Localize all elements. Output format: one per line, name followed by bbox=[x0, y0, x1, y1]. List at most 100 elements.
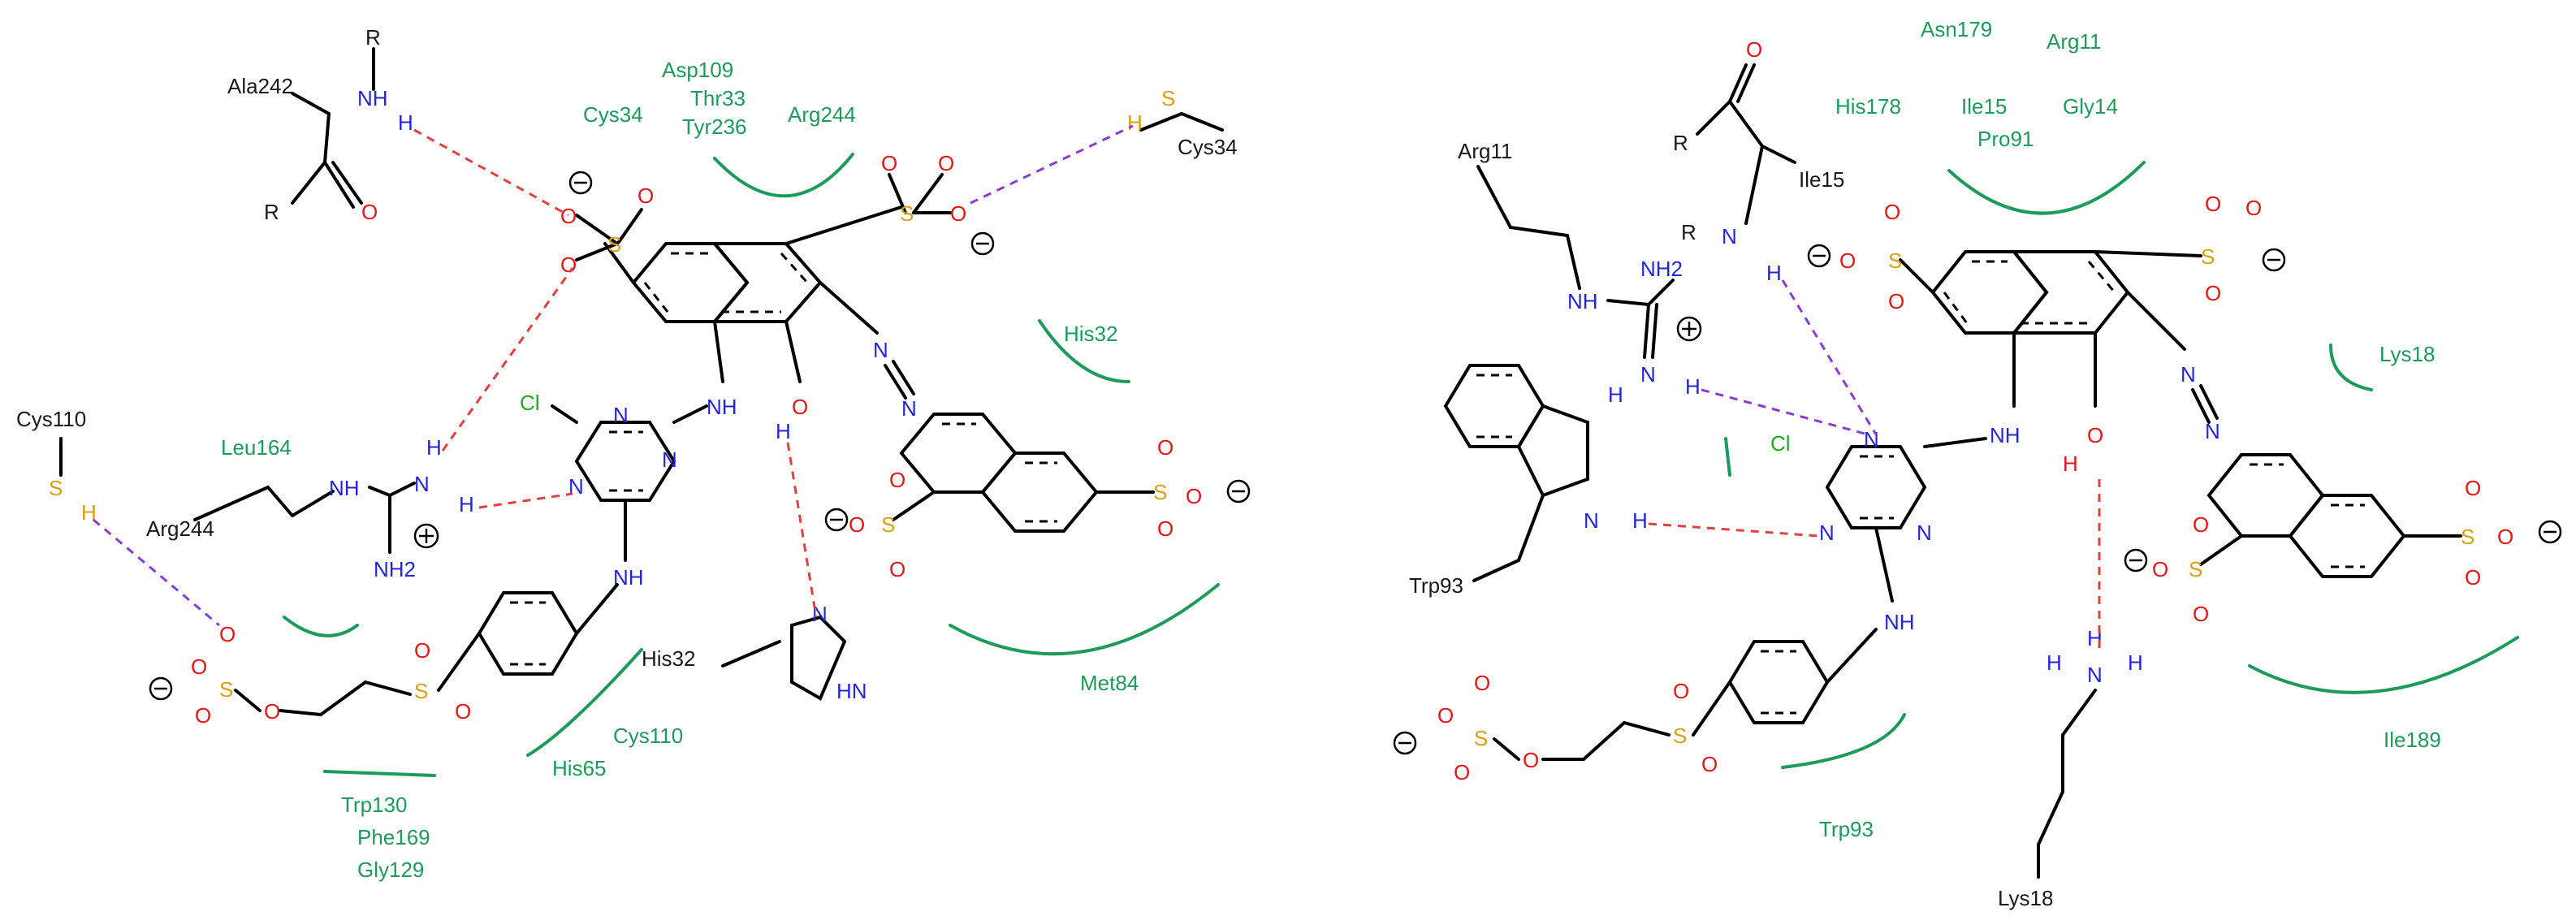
atom-label: O bbox=[1186, 484, 1202, 508]
atom-label: N bbox=[901, 396, 917, 421]
left-residue-labels: Asp109 Thr33 Tyr236 Cys34 Arg244 His32 L… bbox=[16, 58, 1238, 882]
atom-label: N bbox=[1640, 362, 1656, 387]
right-hydrogen-bonds bbox=[1648, 279, 2101, 650]
residue-label: Cys110 bbox=[613, 724, 683, 748]
right-ile15-backbone: R O R N H bbox=[1673, 37, 1796, 285]
right-sulfonate-left: S O O O bbox=[1807, 200, 1934, 313]
left-naphthalene-core bbox=[631, 242, 823, 323]
left-ala242: NH H R R O bbox=[264, 25, 413, 224]
atom-label: O bbox=[560, 204, 577, 228]
atom-label: O bbox=[638, 184, 654, 208]
residue-label: Cys110 bbox=[16, 407, 86, 431]
atom-label: O bbox=[1888, 289, 1904, 313]
atom-label: O bbox=[2087, 423, 2103, 447]
residue-label: Ile15 bbox=[1961, 94, 2007, 119]
atom-label: S bbox=[1161, 86, 1175, 110]
atom-label: H bbox=[1766, 261, 1782, 285]
atom-label: N bbox=[2181, 362, 2196, 387]
atom-label: O bbox=[1839, 248, 1856, 273]
residue-label: Thr33 bbox=[690, 86, 746, 110]
atom-label: N bbox=[2087, 663, 2103, 687]
left-sulfonate-upper-left: S O O O bbox=[560, 171, 654, 284]
residue-label: His178 bbox=[1835, 94, 1901, 119]
atom-label: O bbox=[219, 622, 236, 646]
atom-label: NH bbox=[707, 395, 737, 419]
atom-label: O bbox=[264, 699, 280, 724]
atom-label: O bbox=[2497, 525, 2513, 549]
atom-label: N bbox=[1864, 427, 1879, 452]
atom-label: O bbox=[2205, 281, 2221, 305]
right-linkers: NH O H N N bbox=[1990, 291, 2220, 476]
atom-label: O bbox=[414, 638, 430, 663]
atom-label: NH bbox=[1567, 289, 1598, 313]
residue-label: Ile189 bbox=[2384, 728, 2441, 752]
atom-label: H bbox=[2128, 650, 2143, 675]
atom-label: O bbox=[2245, 196, 2262, 220]
right-lys18: H N H H bbox=[2037, 626, 2143, 879]
atom-label: N bbox=[873, 338, 888, 362]
left-hydrogen-bonds bbox=[93, 124, 1134, 627]
atom-label: S bbox=[219, 677, 233, 702]
left-cys34-thiol: S H bbox=[1127, 86, 1224, 135]
atom-label: O bbox=[191, 655, 207, 679]
residue-label: Trp93 bbox=[1409, 573, 1463, 598]
left-lower-naphthalene: S O O O S O O O bbox=[824, 413, 1251, 581]
atom-label: R bbox=[264, 200, 279, 224]
atom-label: S bbox=[881, 512, 895, 537]
residue-label: Trp93 bbox=[1819, 817, 1874, 841]
atom-label: H bbox=[1632, 508, 1648, 533]
atom-label: NH2 bbox=[1640, 257, 1683, 281]
left-hydrophobic-arcs bbox=[283, 153, 1220, 777]
atom-label: O bbox=[889, 468, 905, 492]
right-triazine: N N N Cl NH bbox=[1770, 427, 1987, 634]
right-sulfonate-right: S O O O bbox=[2094, 192, 2286, 305]
left-arg244-guanidinium: NH N H H NH2 bbox=[193, 435, 474, 581]
atom-label: Cl bbox=[520, 391, 540, 415]
atom-label: O bbox=[1523, 748, 1539, 772]
atom-label: S bbox=[900, 201, 914, 226]
atom-label: O bbox=[361, 200, 378, 224]
atom-label: N bbox=[1917, 521, 1932, 545]
atom-label: O bbox=[889, 557, 905, 581]
residue-label: Ala242 bbox=[227, 74, 293, 98]
atom-label: N bbox=[812, 602, 828, 626]
atom-label: S bbox=[2201, 244, 2215, 269]
atom-label: H bbox=[1685, 374, 1701, 399]
atom-label: O bbox=[2152, 557, 2168, 581]
residue-label: Tyr236 bbox=[682, 114, 747, 139]
atom-label: O bbox=[1437, 703, 1454, 728]
atom-label: S bbox=[1474, 726, 1488, 750]
residue-label: Gly14 bbox=[2063, 94, 2118, 119]
atom-label: Cl bbox=[1770, 431, 1791, 456]
left-cys110-thiol: S H bbox=[49, 437, 97, 525]
left-interaction-panel: S O O O S O O O NH O N N H S bbox=[16, 25, 1251, 882]
atom-label: O bbox=[1746, 37, 1762, 62]
atom-label: O bbox=[2205, 192, 2221, 216]
atom-label: NH bbox=[1990, 423, 2021, 447]
right-phenyl-chain: S O O O S O O O bbox=[1393, 628, 1878, 784]
right-hydrophobic-arcs bbox=[1724, 161, 2519, 769]
residue-label: His65 bbox=[552, 756, 606, 780]
atom-label: NH2 bbox=[374, 557, 416, 581]
atom-label: N bbox=[1722, 224, 1737, 248]
atom-label: R bbox=[365, 25, 381, 50]
atom-label: N bbox=[662, 447, 677, 472]
atom-label: O bbox=[195, 703, 211, 728]
atom-label: O bbox=[2193, 602, 2209, 626]
atom-label: N bbox=[2205, 419, 2220, 443]
atom-label: O bbox=[2465, 565, 2481, 590]
atom-label: O bbox=[881, 151, 897, 175]
atom-label: H bbox=[1608, 382, 1623, 407]
atom-label: H bbox=[398, 110, 413, 135]
atom-label: NH bbox=[1884, 610, 1915, 634]
residue-label: His32 bbox=[642, 646, 695, 671]
residue-label: Asp109 bbox=[662, 58, 733, 82]
atom-label: O bbox=[938, 151, 954, 175]
atom-label: N bbox=[568, 474, 584, 499]
residue-label: Lys18 bbox=[1998, 886, 2053, 910]
right-residue-labels: Asn179 Arg11 His178 Ile15 Gly14 Pro91 Ly… bbox=[1409, 17, 2441, 910]
atom-label: HN bbox=[836, 679, 867, 703]
atom-label: N bbox=[414, 472, 430, 496]
atom-label: O bbox=[792, 395, 808, 419]
atom-label: S bbox=[2461, 525, 2474, 549]
